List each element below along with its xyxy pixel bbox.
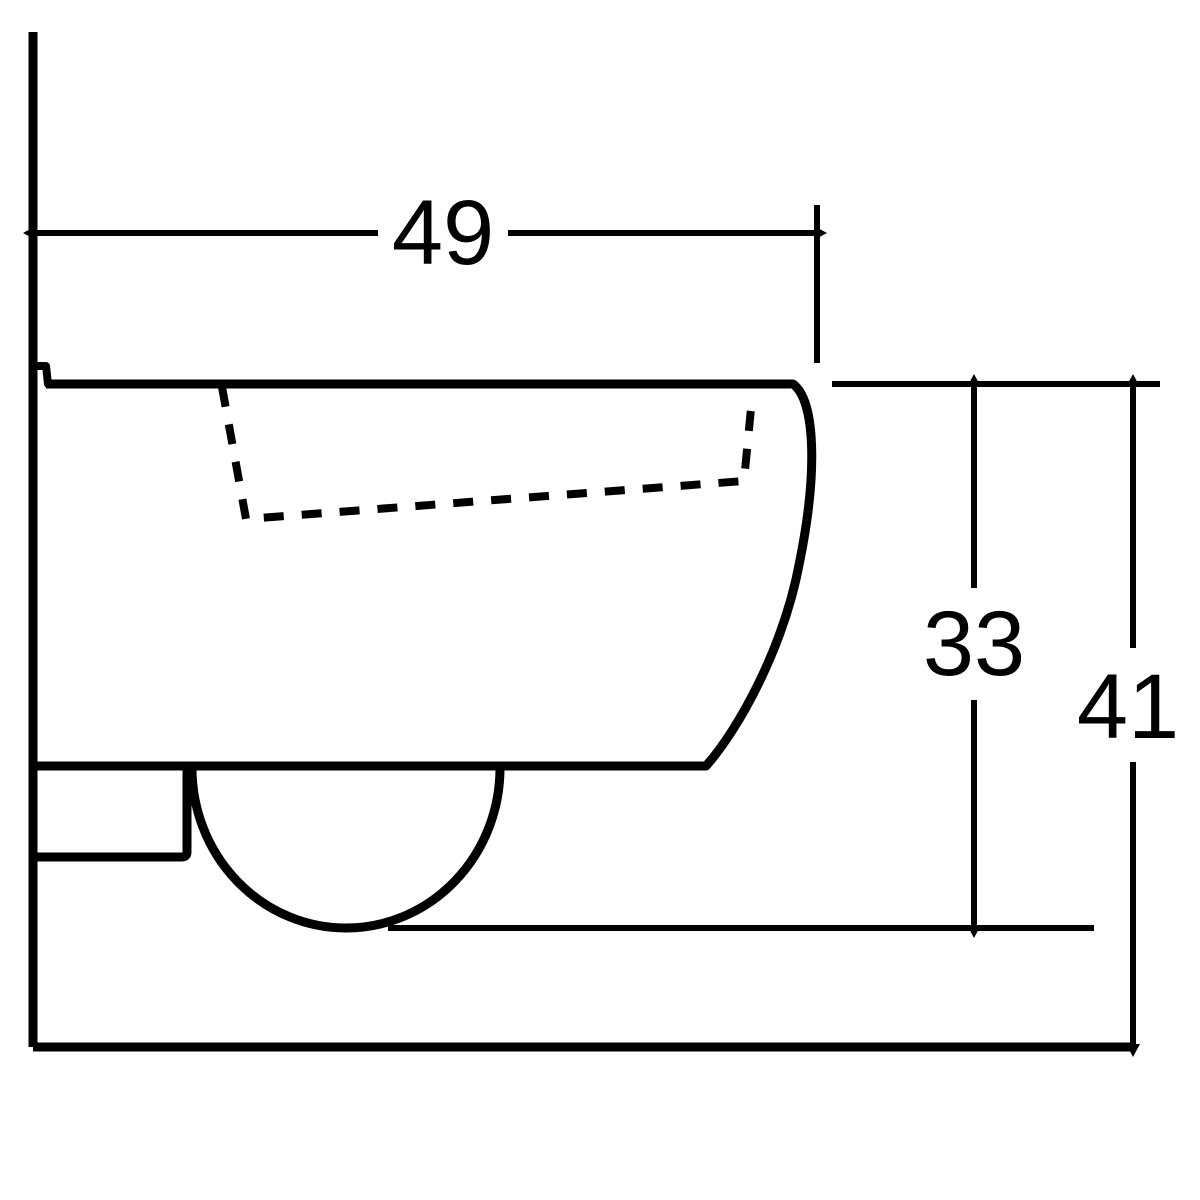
mounting-bracket bbox=[33, 766, 192, 862]
dimension-label-seat-height: 33 bbox=[923, 593, 1025, 695]
dimension-label-total-height: 41 bbox=[1077, 656, 1179, 758]
bowl-rim-notch bbox=[34, 362, 52, 388]
dimension-label-depth: 49 bbox=[392, 182, 494, 284]
bowl-right-curve bbox=[701, 379, 817, 771]
inner-bowl-hidden-outline bbox=[218, 386, 756, 524]
trap-semicircle bbox=[187, 763, 505, 933]
